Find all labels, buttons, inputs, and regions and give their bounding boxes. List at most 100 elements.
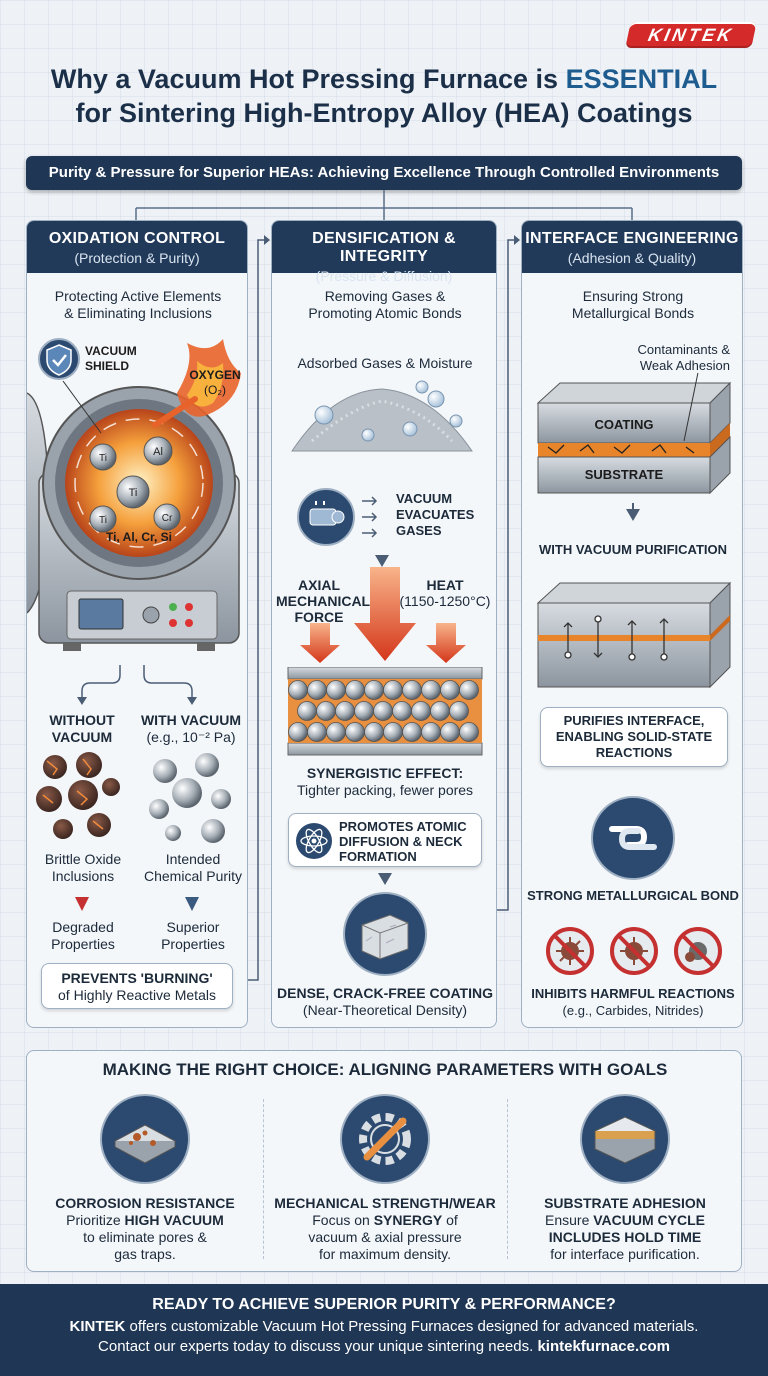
choice-item-adhesion: SUBSTRATE ADHESION Ensure VACUUM CYCLE I… bbox=[507, 1195, 743, 1263]
pure-particles bbox=[149, 753, 231, 843]
callout-line: FORMATION bbox=[339, 849, 417, 864]
column-title: OXIDATION CONTROL bbox=[48, 230, 226, 247]
choice-text: Prioritize bbox=[66, 1212, 125, 1228]
label-line: AXIAL bbox=[298, 577, 340, 593]
contaminants-label: Contaminants & Weak Adhesion bbox=[638, 342, 731, 374]
label-line: SYNERGISTIC EFFECT: bbox=[306, 765, 464, 781]
purifies-interface-callout: PURIFIES INTERFACE, ENABLING SOLID-STATE… bbox=[540, 707, 728, 767]
choice-emphasis: VACUUM CYCLE bbox=[593, 1212, 705, 1228]
atom-label: Ti bbox=[99, 453, 107, 464]
panel-title: MAKING THE RIGHT CHOICE: ALIGNING PARAME… bbox=[102, 1060, 668, 1079]
bond-link-icon bbox=[591, 796, 675, 880]
choice-text: to eliminate pores & bbox=[83, 1229, 207, 1245]
particle bbox=[459, 722, 479, 742]
choice-heading: MECHANICAL STRENGTH/WEAR bbox=[274, 1195, 496, 1211]
choice-heading: CORROSION RESISTANCE bbox=[55, 1195, 235, 1211]
with-vacuum-purification-label: WITH VACUUM PURIFICATION bbox=[539, 542, 727, 557]
column-intro: Removing Gases & Promoting Atomic Bonds bbox=[272, 288, 496, 322]
coating-layer-label: COATING bbox=[595, 417, 654, 432]
strong-bond-label: STRONG METALLURGICAL BOND bbox=[527, 888, 739, 903]
choice-emphasis: SYNERGY bbox=[373, 1212, 443, 1228]
footer-text: Contact our experts today to discuss you… bbox=[98, 1338, 538, 1355]
branch-arrows bbox=[77, 665, 197, 705]
label-line: VACUUM bbox=[396, 491, 453, 506]
oxygen-label: OXYGEN bbox=[189, 368, 240, 382]
label-line: Contaminants & bbox=[637, 342, 731, 357]
corrosion-icon bbox=[100, 1094, 190, 1184]
intro-line: Protecting Active Elements bbox=[54, 288, 222, 304]
particles-comparison bbox=[36, 752, 231, 843]
no-reaction-icon bbox=[674, 927, 722, 975]
without-vacuum-label: WITHOUT VACUUM bbox=[37, 712, 127, 746]
choice-item-mechanical: MECHANICAL STRENGTH/WEAR Focus on SYNERG… bbox=[263, 1195, 507, 1263]
label-line: Degraded bbox=[52, 919, 114, 935]
callout-line: DIFFUSION & NECK bbox=[339, 834, 463, 849]
footer-brand: KINTEK bbox=[69, 1318, 126, 1335]
column-subtitle: (Pressure & Diffusion) bbox=[315, 268, 453, 284]
heat-label: HEAT (1150-1250°C) bbox=[392, 577, 496, 609]
oxide-particles bbox=[36, 752, 120, 839]
down-arrow-blue bbox=[185, 897, 199, 911]
choice-text: for interface purification. bbox=[550, 1246, 700, 1262]
intro-line: Removing Gases & bbox=[324, 288, 446, 304]
atom-label: Ti bbox=[99, 515, 107, 526]
title-line1-highlight: ESSENTIAL bbox=[565, 64, 718, 94]
vacuum-pump-icon bbox=[297, 488, 378, 546]
label-line: WITH VACUUM bbox=[140, 712, 242, 728]
callout-line: PREVENTS 'BURNING' bbox=[61, 970, 213, 986]
layered-block-icon bbox=[580, 1094, 670, 1184]
banner-connectors bbox=[135, 190, 633, 220]
shield-label: SHIELD bbox=[85, 359, 129, 373]
degraded-properties-label: Degraded Properties bbox=[33, 919, 133, 953]
label-line: (Near-Theoretical Density) bbox=[302, 1002, 468, 1018]
label-line: Chemical Purity bbox=[143, 868, 243, 884]
footer-line2: KINTEK offers customizable Vacuum Hot Pr… bbox=[0, 1318, 768, 1335]
atom-label: Cr bbox=[162, 513, 173, 524]
divider bbox=[507, 1099, 508, 1259]
no-carbide-icon bbox=[546, 927, 594, 975]
footer-text: offers customizable Vacuum Hot Pressing … bbox=[125, 1318, 699, 1335]
title-line2: for Sintering High-Entropy Alloy (HEA) C… bbox=[75, 98, 693, 128]
kintek-logo: KINTEK bbox=[625, 22, 757, 48]
down-arrow-red bbox=[75, 897, 89, 911]
column-densification: DENSIFICATION & INTEGRITY (Pressure & Di… bbox=[271, 220, 497, 1028]
choice-text: gas traps. bbox=[114, 1246, 176, 1262]
intro-line: Ensuring Strong bbox=[582, 288, 684, 304]
footer-website-link[interactable]: kintekfurnace.com bbox=[537, 1338, 670, 1355]
callout-line: ENABLING SOLID-STATE bbox=[555, 729, 713, 744]
column-title: DENSIFICATION & INTEGRITY bbox=[312, 230, 456, 265]
footer-line3: Contact our experts today to discuss you… bbox=[0, 1338, 768, 1355]
particle bbox=[449, 701, 469, 721]
label-line: Tighter packing, fewer pores bbox=[296, 782, 474, 798]
label-line: Brittle Oxide bbox=[44, 851, 122, 867]
callout-line: PROMOTES ATOMIC bbox=[339, 819, 467, 834]
column-subtitle: (Protection & Purity) bbox=[74, 250, 200, 266]
label-line: VACUUM bbox=[51, 729, 113, 745]
label-line: (e.g., 10⁻² Pa) bbox=[146, 729, 236, 745]
column-header: OXIDATION CONTROL (Protection & Purity) bbox=[27, 221, 247, 273]
down-arrow bbox=[378, 873, 392, 885]
label-line: MECHANICAL bbox=[276, 593, 371, 609]
substrate-layer-label: SUBSTRATE bbox=[585, 467, 664, 482]
choice-text: Ensure bbox=[545, 1212, 594, 1228]
label-line: WITHOUT bbox=[49, 712, 115, 728]
label-line: Inclusions bbox=[51, 868, 115, 884]
purified-interface-illustration bbox=[536, 581, 732, 689]
footer-cta: READY TO ACHIEVE SUPERIOR PURITY & PERFO… bbox=[0, 1284, 768, 1376]
callout-line: REACTIONS bbox=[595, 745, 673, 760]
label-line: DENSE, CRACK-FREE COATING bbox=[277, 985, 493, 1001]
intro-line: Metallurgical Bonds bbox=[571, 305, 695, 321]
atom-icon bbox=[296, 823, 332, 859]
choice-text: for maximum density. bbox=[319, 1246, 451, 1262]
synergistic-effect-label: SYNERGISTIC EFFECT: Tighter packing, few… bbox=[272, 765, 496, 799]
label-line: Weak Adhesion bbox=[639, 358, 730, 373]
oxygen-formula: (O₂) bbox=[204, 383, 226, 397]
label-line: Properties bbox=[51, 936, 115, 952]
inhibits-reactions-label: INHIBITS HARMFUL REACTIONS (e.g., Carbid… bbox=[522, 985, 742, 1019]
particle-grid bbox=[288, 680, 479, 742]
choice-emphasis: HIGH VACUUM bbox=[124, 1212, 224, 1228]
intro-line: Promoting Atomic Bonds bbox=[308, 305, 462, 321]
axial-force-label: AXIAL MECHANICAL FORCE bbox=[276, 577, 371, 625]
column-intro: Protecting Active Elements & Eliminating… bbox=[27, 288, 247, 322]
label-line: Intended bbox=[165, 851, 221, 867]
